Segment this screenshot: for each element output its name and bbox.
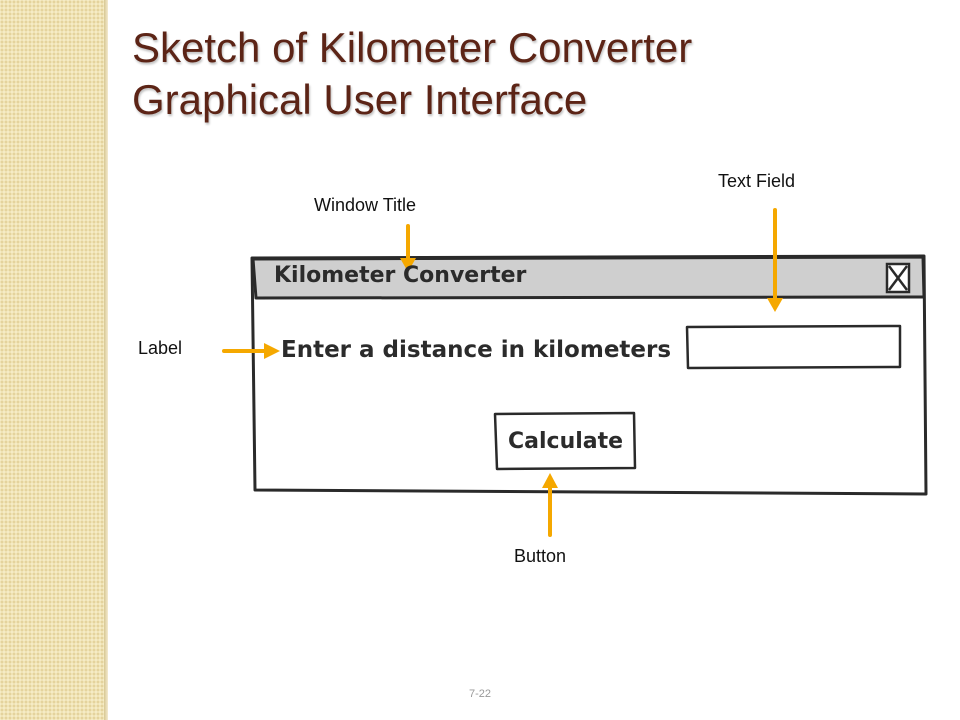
sketch-title-bar <box>251 255 926 300</box>
sketch-button <box>493 411 637 471</box>
text-field-arrow <box>767 208 783 312</box>
sketch-window-title: Kilometer Converter <box>274 263 527 288</box>
title-line-1: Sketch of Kilometer Converter <box>132 24 693 71</box>
callout-text-field: Text Field <box>718 171 796 191</box>
callout-button: Button <box>514 546 567 566</box>
close-box-icon <box>885 262 911 294</box>
sidebar-edge <box>104 0 108 720</box>
callout-window-title: Window Title <box>314 195 417 215</box>
decorative-sidebar <box>0 0 104 720</box>
slide-title: Sketch of Kilometer Converter Graphical … <box>132 22 932 126</box>
sketch-prompt-label: Enter a distance in kilometers <box>281 337 672 363</box>
title-line-2: Graphical User Interface <box>132 76 588 123</box>
callout-label: Label <box>138 338 183 358</box>
sketch-button-label: Calculate <box>508 429 624 454</box>
page-number: 7-22 <box>468 688 492 700</box>
sketch-text-field <box>685 324 902 370</box>
window-title-arrow <box>400 224 416 272</box>
button-arrow <box>542 473 558 537</box>
label-arrow <box>222 343 280 359</box>
